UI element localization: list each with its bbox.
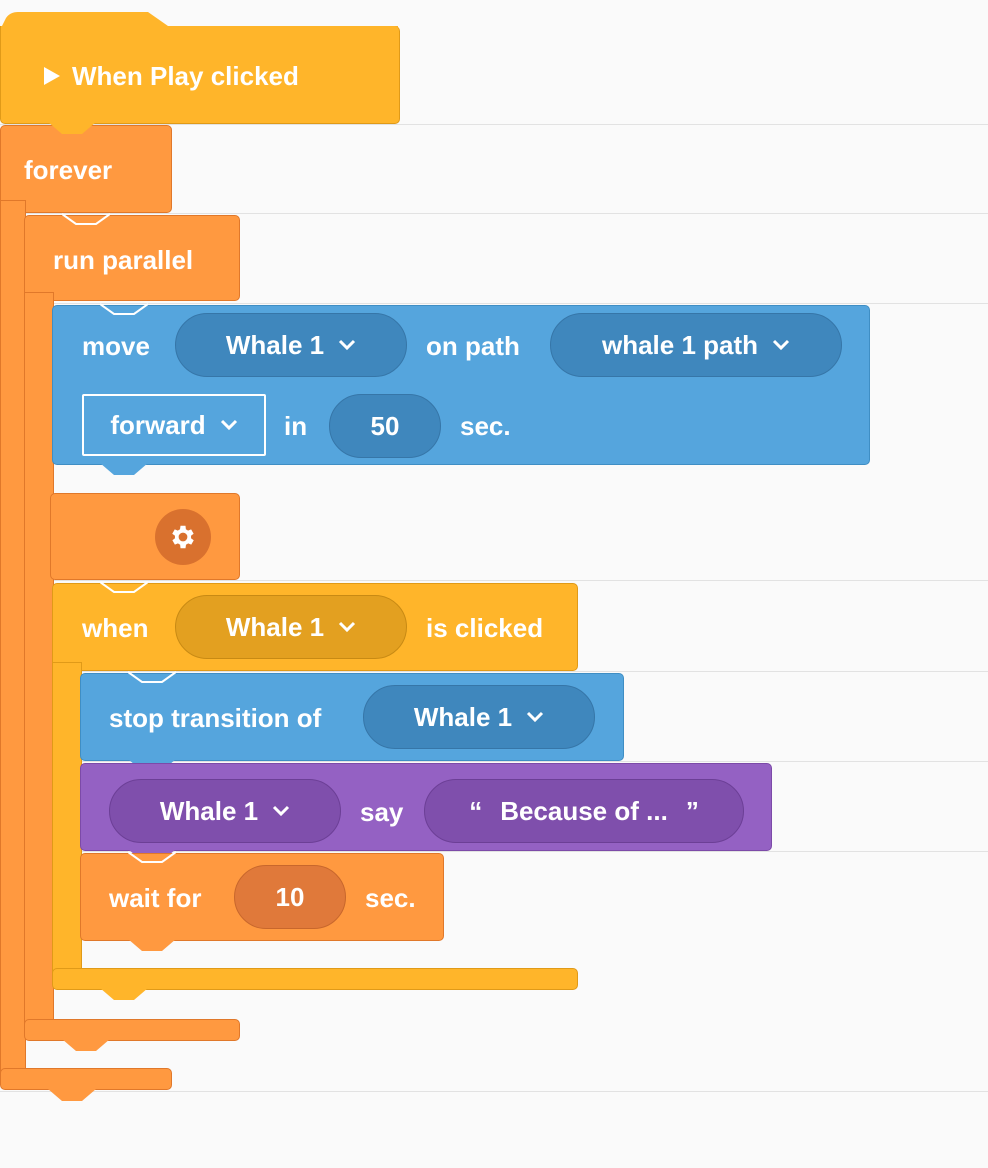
path-dropdown[interactable]: whale 1 path xyxy=(550,313,842,377)
run-parallel-label: run parallel xyxy=(53,245,194,275)
is-clicked-label: is clicked xyxy=(426,613,544,643)
duration-input[interactable]: 50 xyxy=(329,394,441,458)
forever-block-arm xyxy=(0,200,26,1080)
forever-block-foot xyxy=(0,1068,172,1090)
gear-icon[interactable] xyxy=(155,509,211,565)
block-notch xyxy=(62,1039,110,1051)
chevron-down-icon xyxy=(339,621,356,633)
row-divider xyxy=(0,303,988,304)
when-play-clicked-label: When Play clicked xyxy=(72,61,299,91)
say-target-value: Whale 1 xyxy=(159,795,259,826)
block-notch xyxy=(48,122,96,134)
row-divider xyxy=(0,580,988,581)
wait-duration-input[interactable]: 10 xyxy=(234,865,346,929)
move-unit-label: sec. xyxy=(460,411,511,441)
block-notch xyxy=(128,939,176,951)
say-label: say xyxy=(360,797,404,827)
row-divider xyxy=(0,124,988,125)
direction-value: forward xyxy=(110,409,206,440)
when-label: when xyxy=(82,613,149,643)
row-divider xyxy=(0,213,988,214)
play-icon xyxy=(44,67,60,85)
clicked-target-dropdown[interactable]: Whale 1 xyxy=(175,595,407,659)
in-label: in xyxy=(284,411,308,441)
chevron-down-icon xyxy=(339,339,356,351)
move-label: move xyxy=(82,331,150,361)
direction-dropdown[interactable]: forward xyxy=(82,394,266,456)
row-divider xyxy=(0,851,988,852)
run-parallel-foot xyxy=(24,1019,240,1041)
say-message-input[interactable]: “ Because of ... ” xyxy=(424,779,744,843)
block-notch xyxy=(48,1089,96,1101)
row-divider xyxy=(0,1091,988,1092)
parallel-branch-segment xyxy=(50,493,240,580)
block-notch xyxy=(100,581,148,593)
forever-label: forever xyxy=(24,155,113,185)
stop-transition-label: stop transition of xyxy=(109,703,322,733)
block-notch xyxy=(128,851,176,863)
chevron-down-icon xyxy=(772,339,790,351)
on-path-label: on path xyxy=(426,331,520,361)
when-play-clicked-block[interactable] xyxy=(0,26,400,124)
run-parallel-arm xyxy=(24,292,54,1030)
when-clicked-arm xyxy=(52,662,82,982)
block-notch xyxy=(128,671,176,683)
run-parallel-block[interactable] xyxy=(24,215,240,301)
say-target-dropdown[interactable]: Whale 1 xyxy=(109,779,341,843)
chevron-down-icon xyxy=(527,711,544,723)
block-notch xyxy=(100,988,148,1000)
duration-value: 50 xyxy=(370,410,400,441)
stop-target-value: Whale 1 xyxy=(413,701,513,732)
block-notch xyxy=(62,213,110,225)
block-notch xyxy=(100,463,148,475)
block-notch xyxy=(100,303,148,315)
move-target-dropdown[interactable]: Whale 1 xyxy=(175,313,407,377)
open-quote: “ xyxy=(469,795,483,826)
chevron-down-icon xyxy=(220,419,237,431)
when-clicked-foot xyxy=(52,968,578,990)
say-message-value: Because of ... xyxy=(500,795,668,826)
path-value: whale 1 path xyxy=(601,329,759,360)
clicked-target-value: Whale 1 xyxy=(225,611,325,642)
row-divider xyxy=(0,671,988,672)
chevron-down-icon xyxy=(273,805,290,817)
stop-target-dropdown[interactable]: Whale 1 xyxy=(363,685,595,749)
wait-unit-label: sec. xyxy=(365,883,416,913)
close-quote: ” xyxy=(685,795,699,826)
wait-duration-value: 10 xyxy=(275,881,305,912)
wait-label: wait for xyxy=(109,883,202,913)
move-target-value: Whale 1 xyxy=(225,329,325,360)
row-divider xyxy=(0,761,988,762)
